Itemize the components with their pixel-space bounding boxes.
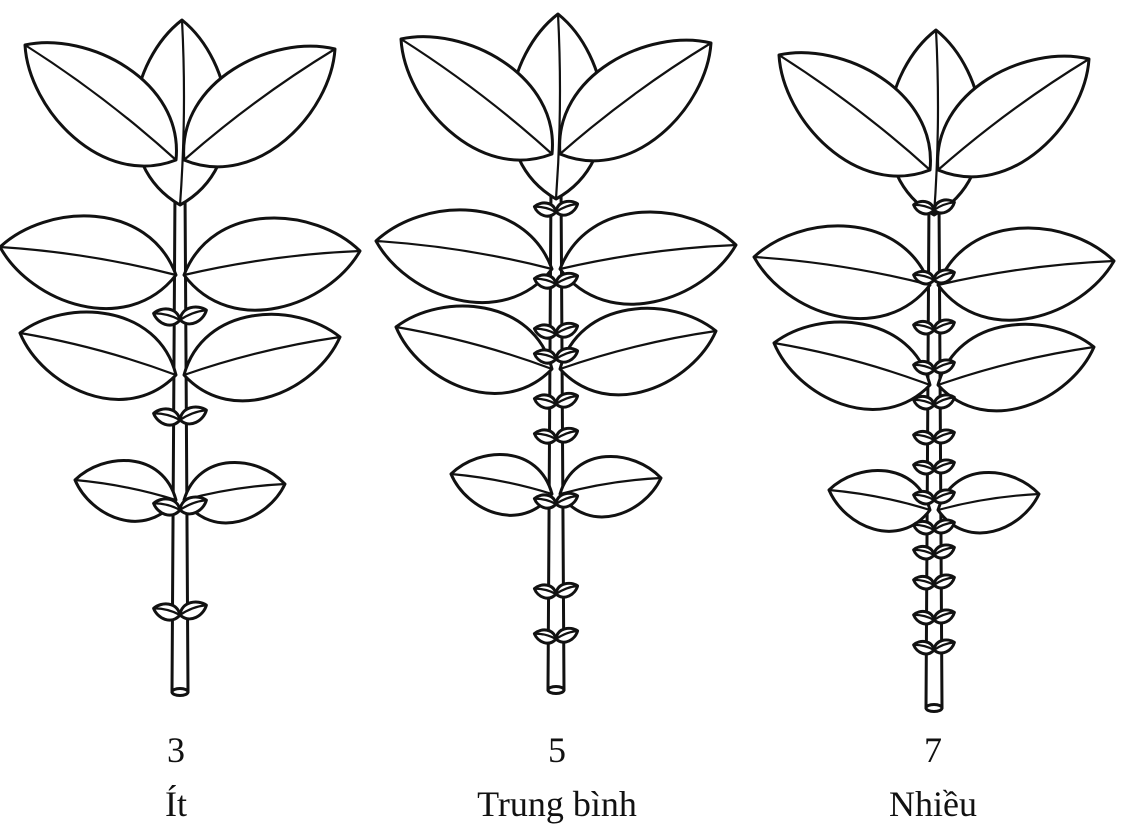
panel-2-number: 5	[407, 732, 707, 768]
panel-1-caption: Ít	[26, 786, 326, 822]
lateral-leaflet-left-2	[20, 312, 176, 399]
stem-cut-end	[172, 689, 188, 696]
lateral-leaflet-left-3	[754, 226, 930, 319]
leaf-drawing-1	[0, 20, 360, 696]
panel-1-number: 3	[26, 732, 326, 768]
panel-3-caption: Nhiều	[783, 786, 1083, 822]
lateral-leaflet-right-1	[560, 456, 661, 516]
lateral-leaflet-right-2	[938, 324, 1094, 411]
lateral-leaflet-left-1	[451, 454, 552, 515]
stem-cut-end	[926, 705, 942, 712]
lateral-leaflet-left-3	[0, 216, 176, 309]
lateral-leaflet-right-1	[184, 462, 285, 522]
lateral-leaflet-left-2	[774, 322, 930, 409]
lateral-leaflet-right-3	[938, 228, 1114, 320]
panel-3-number: 7	[783, 732, 1083, 768]
lateral-leaflet-right-3	[560, 212, 736, 304]
lateral-leaflet-left-2	[396, 306, 552, 393]
lateral-leaflet-right-2	[560, 308, 716, 395]
axillary-leaflet-right	[180, 602, 206, 619]
panel-2-caption: Trung bình	[407, 786, 707, 822]
leaf-drawing-3	[754, 30, 1114, 712]
lateral-leaflet-right-2	[184, 314, 340, 401]
axillary-leaflet-right	[180, 407, 206, 424]
leaf-drawing-2	[376, 14, 736, 694]
lateral-leaflet-right-3	[184, 218, 360, 310]
axillary-leaflet-right	[180, 307, 206, 324]
lateral-leaflet-left-3	[376, 210, 552, 303]
stem-cut-end	[548, 687, 564, 694]
